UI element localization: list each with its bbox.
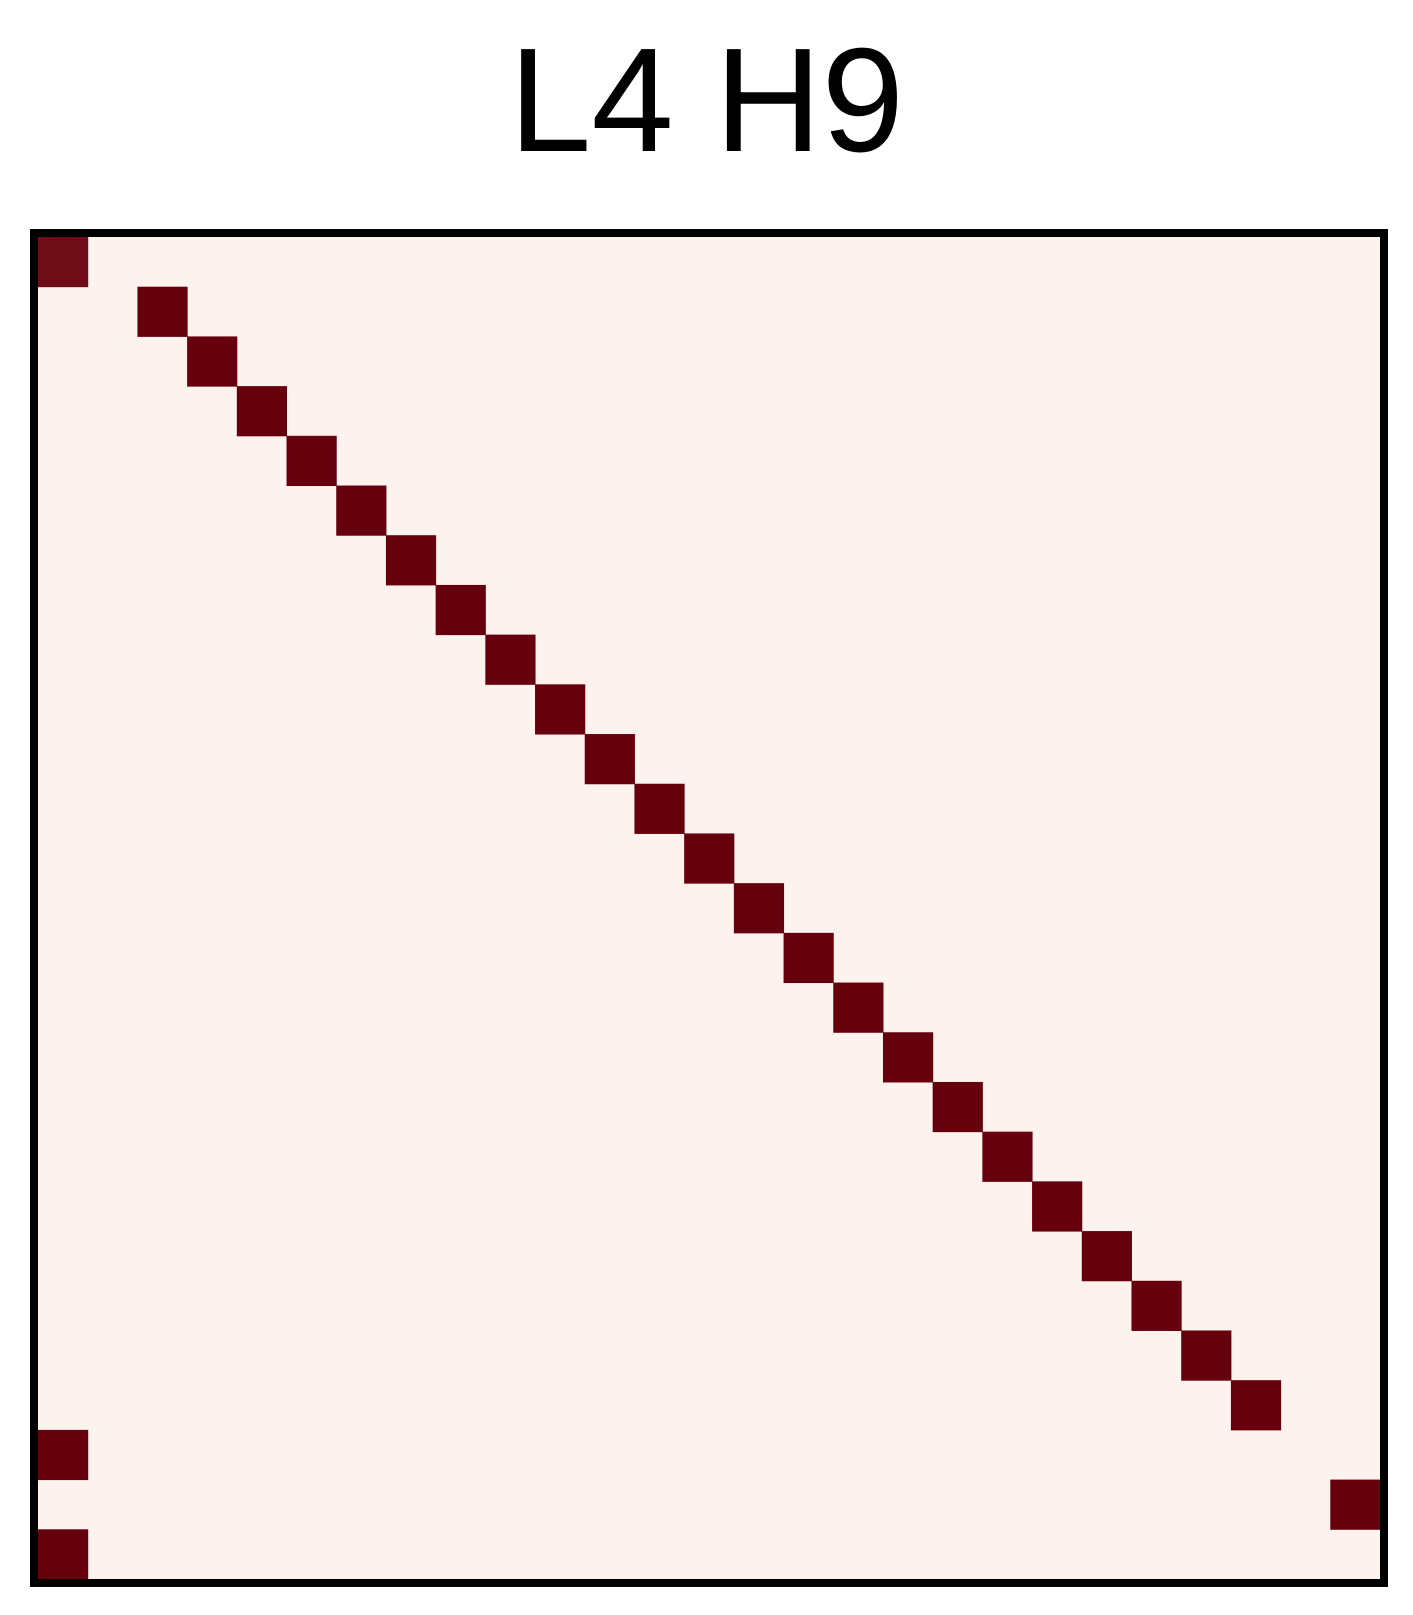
heatmap-cell <box>833 982 884 1033</box>
heatmap-cell <box>485 634 536 685</box>
heatmap-cell <box>236 386 288 437</box>
heatmap-cell <box>684 833 735 884</box>
heatmap-cells <box>38 237 1381 1580</box>
heatmap-cell <box>1032 1181 1083 1232</box>
heatmap-cell <box>783 932 834 984</box>
heatmap-cell <box>733 883 785 934</box>
heatmap-cell <box>1181 1330 1232 1381</box>
heatmap-cell <box>38 1429 89 1481</box>
heatmap-cell <box>982 1131 1033 1182</box>
heatmap-cell <box>932 1081 983 1133</box>
heatmap-cell <box>1330 1479 1381 1530</box>
heatmap-cell <box>584 734 635 785</box>
heatmap-cell <box>882 1032 934 1083</box>
heatmap-cell <box>634 783 685 834</box>
heatmap-cell <box>435 584 486 636</box>
heatmap-cell <box>1081 1231 1132 1282</box>
heatmap-cell <box>1131 1280 1182 1331</box>
heatmap-cell <box>137 286 188 337</box>
heatmap-background <box>38 237 1380 1579</box>
heatmap-cell <box>535 684 586 735</box>
heatmap-cell <box>385 535 437 586</box>
heatmap-cell <box>286 435 337 487</box>
heatmap-frame <box>30 229 1388 1587</box>
heatmap-cell <box>38 1529 89 1580</box>
heatmap-cell <box>38 237 89 288</box>
heatmap-cell <box>1230 1380 1282 1431</box>
heatmap-cell <box>336 485 387 536</box>
chart-title: L4 H9 <box>509 18 904 183</box>
heatmap-cell <box>187 336 238 387</box>
